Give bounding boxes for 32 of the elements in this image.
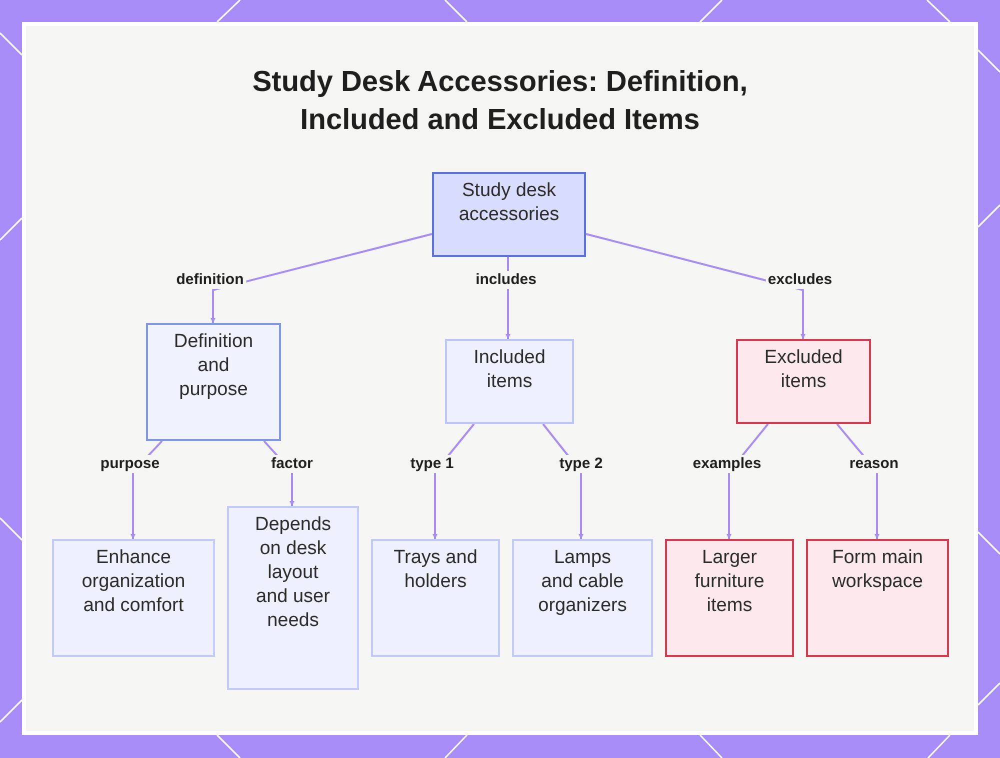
concept-text: Lamps and cable organizers	[537, 546, 628, 618]
edge-label: factor	[269, 455, 315, 473]
edge-label: excludes	[766, 271, 834, 289]
concept-text: Enhance organization and comfort	[80, 546, 186, 618]
concept-box	[736, 339, 871, 424]
concept-text: Included items	[472, 346, 546, 394]
diagram-title: Study Desk Accessories: Definition, Included and Excluded Items	[251, 65, 749, 138]
concept-box	[52, 539, 215, 657]
edge-label: includes	[474, 271, 538, 289]
concept-text: Larger furniture items	[694, 546, 766, 618]
connector-arrow	[210, 233, 432, 323]
concept-box	[806, 539, 949, 657]
concept-text: Excluded items	[763, 346, 844, 394]
concept-box	[227, 506, 359, 690]
edge-label: purpose	[98, 455, 162, 473]
concept-text: Form main workspace	[831, 546, 924, 594]
edge-label: reason	[847, 455, 901, 473]
connector-arrow	[586, 233, 806, 339]
edge-label: type 2	[557, 455, 605, 473]
concept-box	[512, 539, 653, 657]
concept-box	[445, 339, 574, 424]
concept-text: Trays and holders	[392, 546, 478, 594]
edge-label: type 1	[408, 455, 456, 473]
concept-box	[371, 539, 500, 657]
concept-text: Depends on desk layout and user needs	[254, 513, 332, 633]
edge-label: definition	[174, 271, 246, 289]
concept-box	[665, 539, 794, 657]
concept-box	[146, 323, 281, 441]
concept-text: Study desk accessories	[458, 179, 560, 227]
concept-text: Definition and purpose	[172, 330, 254, 402]
concept-box	[432, 172, 586, 257]
edge-label: examples	[690, 455, 764, 473]
